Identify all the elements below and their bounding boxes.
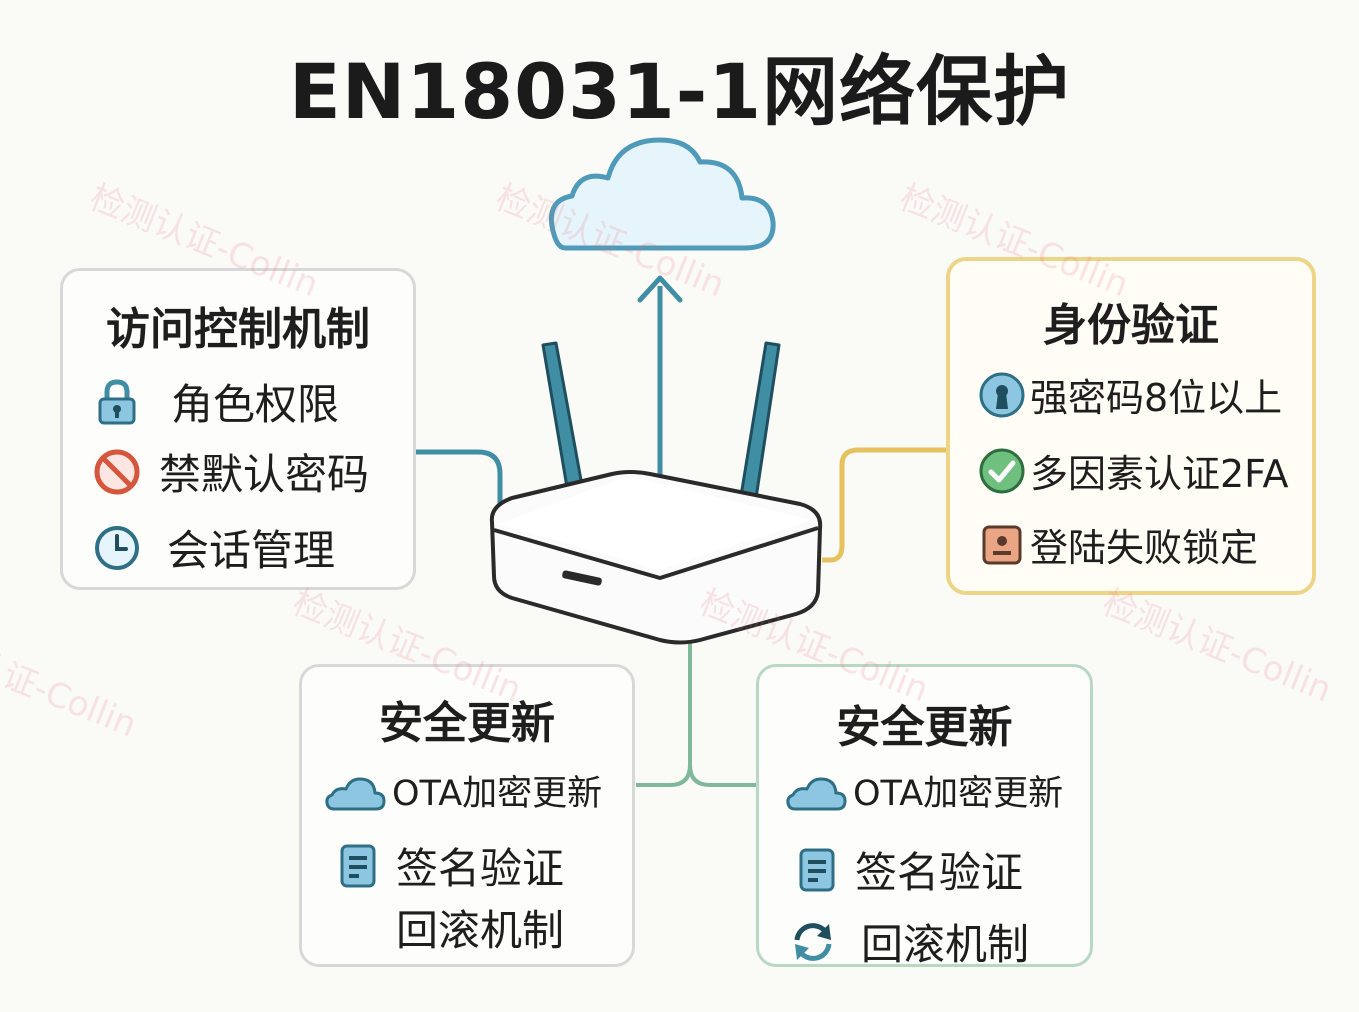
page-title: EN18031-1网络保护 bbox=[288, 47, 1071, 136]
update-left-item-ota: OTA加密更新 bbox=[324, 765, 602, 816]
update-left-title: 安全更新 bbox=[379, 698, 555, 749]
update-item-label: 回滚机制 bbox=[396, 906, 565, 955]
auth-item-lockout: 登陆失败锁定 bbox=[978, 517, 1258, 572]
arrow-head bbox=[637, 275, 683, 303]
connector-updates bbox=[636, 640, 756, 787]
access-item-session: 会话管理 bbox=[93, 517, 335, 578]
auth-item-label: 强密码8位以上 bbox=[1030, 376, 1283, 420]
authentication-title: 身份验证 bbox=[1043, 300, 1219, 351]
update-right-item-rollback: 回滚机制 bbox=[789, 911, 1029, 972]
update-item-label: OTA加密更新 bbox=[853, 774, 1064, 814]
router-top-edge bbox=[493, 526, 819, 580]
antenna-right bbox=[738, 341, 781, 507]
update-right-title: 安全更新 bbox=[836, 702, 1013, 753]
lock-icon bbox=[98, 378, 136, 424]
connector-auth bbox=[822, 447, 946, 563]
auth-item-2fa: 多因素认证2FA bbox=[978, 443, 1289, 498]
update-left-item-rollback: 回滚机制 bbox=[396, 897, 564, 958]
security-update-panel-left: 安全更新 OTA加密更新 签名验证 回滚机制 bbox=[299, 664, 635, 967]
clock-icon bbox=[95, 525, 139, 570]
document-icon bbox=[799, 848, 835, 891]
connector-access bbox=[416, 449, 503, 510]
cloud-icon bbox=[786, 777, 847, 810]
update-item-label: 回滚机制 bbox=[861, 920, 1030, 969]
update-item-label: 签名验证 bbox=[396, 844, 565, 893]
auth-item-label: 多因素认证2FA bbox=[1030, 452, 1289, 496]
router-top-face bbox=[498, 479, 812, 570]
cloud-icon bbox=[325, 777, 386, 810]
access-item-role: 角色权限 bbox=[93, 371, 339, 432]
security-update-panel-right: 安全更新 OTA加密更新 签名验证 回滚机制 bbox=[756, 664, 1093, 969]
auth-item-label: 登陆失败锁定 bbox=[1030, 526, 1259, 570]
access-item-label: 禁默认密码 bbox=[159, 450, 370, 499]
access-control-panel: 访问控制机制 角色权限 禁默认密码 会话管理 bbox=[60, 268, 416, 590]
lockout-icon bbox=[982, 525, 1022, 564]
prohibited-icon bbox=[94, 449, 140, 494]
update-left-item-signature: 签名验证 bbox=[334, 835, 564, 896]
document-icon bbox=[340, 844, 376, 887]
authentication-panel: 身份验证 强密码8位以上 多因素认证2FA 登陆失败锁定 bbox=[946, 257, 1316, 595]
update-item-label: 签名验证 bbox=[855, 848, 1024, 897]
access-item-label: 角色权限 bbox=[171, 380, 340, 429]
check-circle-icon bbox=[979, 448, 1025, 493]
cloud-shape bbox=[548, 137, 776, 251]
access-item-default-password: 禁默认密码 bbox=[93, 441, 369, 502]
update-item-label: OTA加密更新 bbox=[392, 774, 603, 814]
router-led-slot bbox=[562, 570, 602, 586]
access-control-title: 访问控制机制 bbox=[106, 304, 370, 355]
refresh-icon bbox=[794, 922, 832, 961]
update-right-item-ota: OTA加密更新 bbox=[785, 765, 1063, 816]
access-item-label: 会话管理 bbox=[167, 526, 336, 575]
update-right-item-signature: 签名验证 bbox=[793, 839, 1023, 900]
keyhole-icon bbox=[979, 372, 1025, 417]
auth-item-strong-password: 强密码8位以上 bbox=[978, 367, 1282, 422]
